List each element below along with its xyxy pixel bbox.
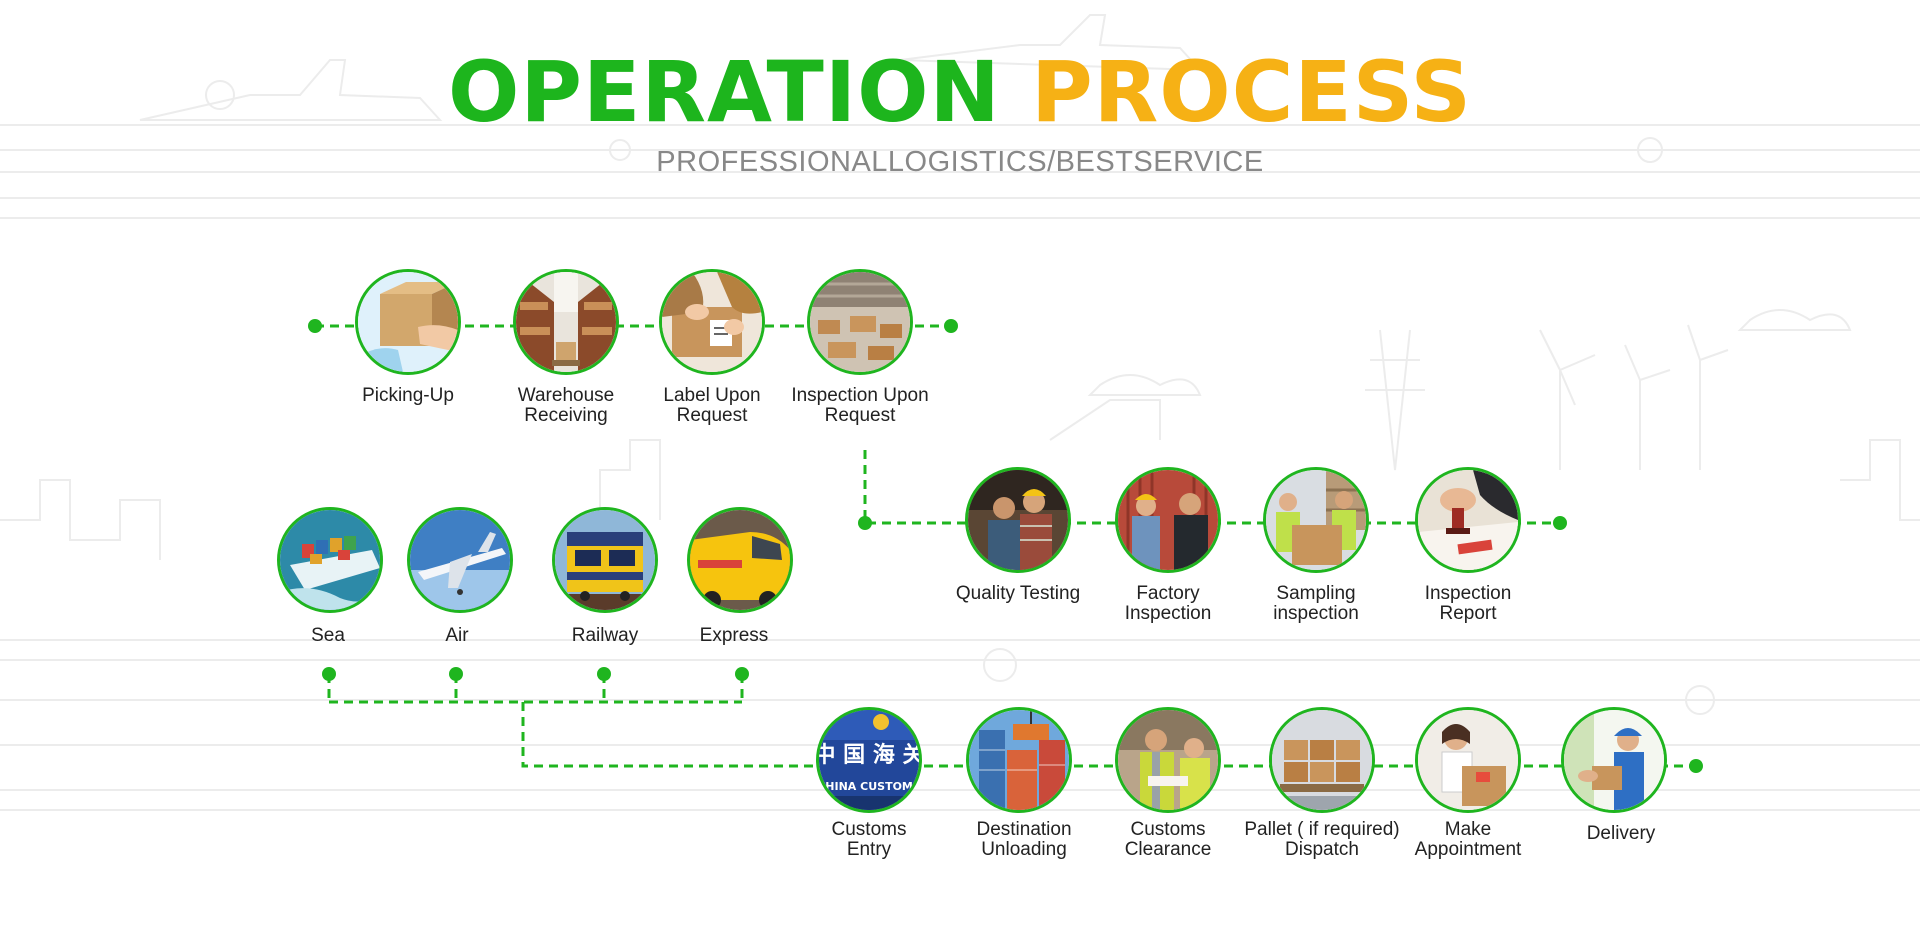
step-warehouse-receiving (513, 269, 619, 375)
step-label: Customs Entry (831, 819, 907, 860)
step-label: Railway (571, 625, 639, 646)
title-word-process: PROCESS (1031, 43, 1472, 141)
appointment-box-icon (1418, 710, 1518, 810)
step-express (687, 507, 793, 613)
step-label: Inspection Upon Request (791, 385, 929, 426)
step-label: Picking-Up (362, 385, 454, 406)
step-quality-testing (965, 467, 1071, 573)
label-box-icon (662, 272, 762, 372)
node-row2-start (858, 516, 872, 530)
workers-inspecting-icon (968, 470, 1068, 570)
step-customs-clearance (1115, 707, 1221, 813)
step-delivery (1561, 707, 1667, 813)
package-handover-icon (358, 272, 458, 372)
step-air (407, 507, 513, 613)
node-row1-end (944, 319, 958, 333)
sampling-box-icon (1266, 470, 1366, 570)
delivery-van-icon (690, 510, 790, 610)
page-title: OPERATION PROCESS (0, 42, 1920, 142)
step-label: Customs Clearance (1124, 819, 1212, 860)
step-make-appointment (1415, 707, 1521, 813)
step-label: Quality Testing (955, 583, 1081, 604)
courier-delivery-icon (1564, 710, 1664, 810)
step-inspection-report (1415, 467, 1521, 573)
step-inspection-upon-request (807, 269, 913, 375)
node-row1-start (308, 319, 322, 333)
warehouse-shelves-icon (516, 272, 616, 372)
customs-building-icon: 中 国 海 关 CHINA CUSTOMS (819, 710, 919, 810)
node-air (449, 667, 463, 681)
step-label: Sampling inspection (1273, 583, 1359, 624)
node-row2-end (1553, 516, 1567, 530)
step-label-upon-request (659, 269, 765, 375)
step-label: Factory Inspection (1124, 583, 1212, 624)
step-label: Air (445, 625, 469, 646)
container-stack-icon (969, 710, 1069, 810)
step-label: Label Upon Request (663, 385, 761, 426)
step-destination-unloading (966, 707, 1072, 813)
step-label: Pallet ( if required) Dispatch (1244, 819, 1400, 860)
node-express (735, 667, 749, 681)
step-label: Inspection Report (1424, 583, 1512, 624)
step-label: Destination Unloading (976, 819, 1072, 860)
step-customs-entry: 中 国 海 关 CHINA CUSTOMS (816, 707, 922, 813)
step-label: Express (699, 625, 769, 646)
node-row3-end (1689, 759, 1703, 773)
customs-signage-chinese: 中 国 海 关 (819, 742, 919, 768)
customs-signage-english: CHINA CUSTOMS (819, 780, 919, 793)
step-label: Warehouse Receiving (517, 385, 615, 426)
step-sea (277, 507, 383, 613)
cargo-ship-icon (280, 510, 380, 610)
step-label: Sea (311, 625, 345, 646)
stamp-report-icon (1418, 470, 1518, 570)
page-subtitle: PROFESSIONALLOGISTICS/BESTSERVICE (656, 146, 1264, 178)
node-railway (597, 667, 611, 681)
container-inspection-icon (1118, 470, 1218, 570)
train-icon (555, 510, 655, 610)
airplane-icon (410, 510, 510, 610)
step-sampling-inspection (1263, 467, 1369, 573)
title-word-operation: OPERATION (448, 43, 1001, 141)
warehouse-floor-icon (810, 272, 910, 372)
node-sea (322, 667, 336, 681)
step-picking-up (355, 269, 461, 375)
step-pallet-dispatch (1269, 707, 1375, 813)
step-label: Delivery (1586, 823, 1656, 844)
step-factory-inspection (1115, 467, 1221, 573)
step-railway (552, 507, 658, 613)
customs-officers-icon (1118, 710, 1218, 810)
step-label: Make Appointment (1414, 819, 1522, 860)
pallet-boxes-icon (1272, 710, 1372, 810)
